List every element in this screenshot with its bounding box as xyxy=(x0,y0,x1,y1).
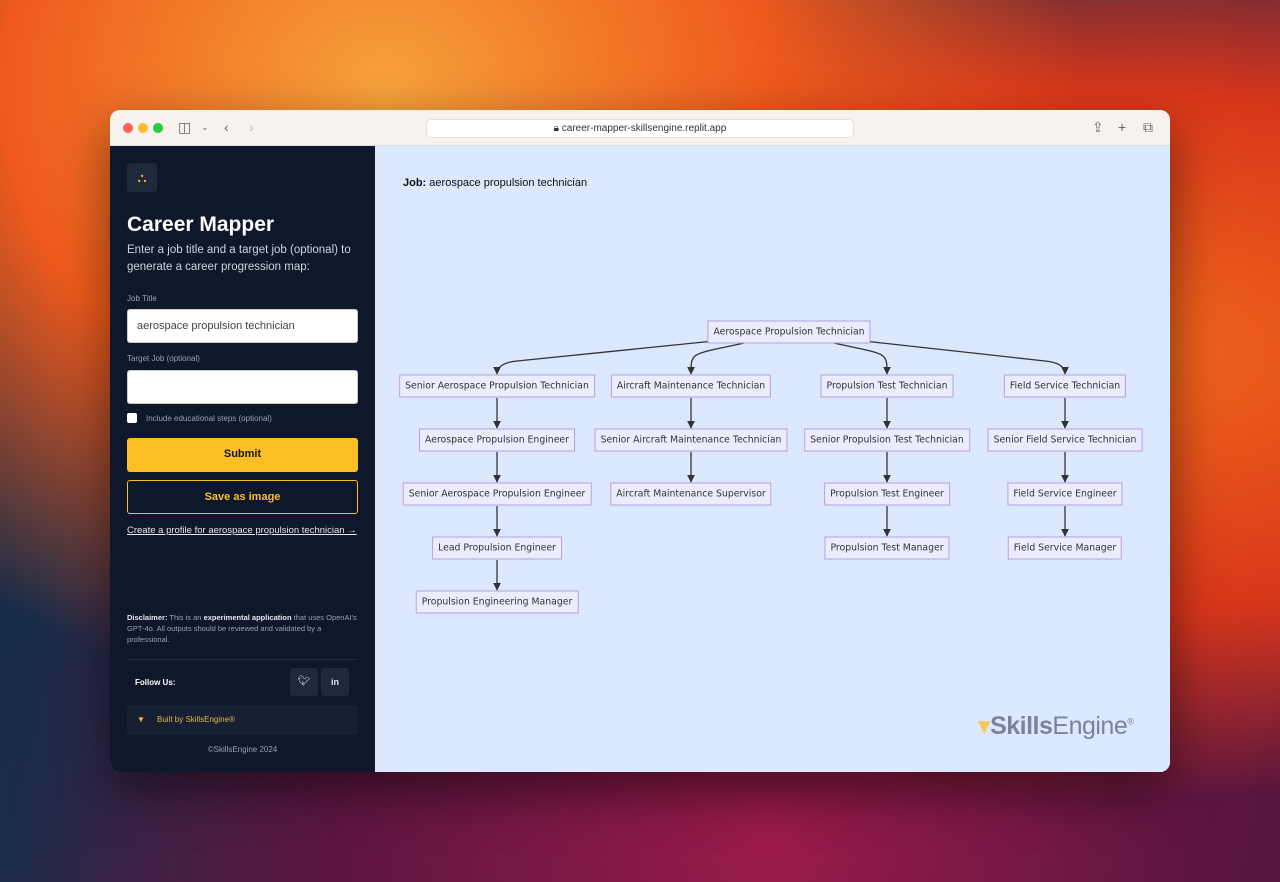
disclaimer-label: Disclaimer: xyxy=(127,613,168,622)
disclaimer: Disclaimer: This is an experimental appl… xyxy=(127,612,357,645)
job-title-input[interactable]: aerospace propulsion technician xyxy=(127,309,358,343)
lock-icon: 🔒︎ xyxy=(553,123,562,134)
career-map-edges xyxy=(493,340,1069,591)
job-title-label: Job Title xyxy=(127,294,157,303)
app-title: Career Mapper xyxy=(127,213,275,236)
minimize-window-button[interactable] xyxy=(138,123,148,133)
skillsengine-logo: ▾SkillsEngine® xyxy=(978,712,1134,740)
target-job-input[interactable] xyxy=(127,370,358,404)
career-map-logo-icon: ⛬ xyxy=(127,163,157,192)
close-window-button[interactable] xyxy=(123,123,133,133)
browser-titlebar: ◫ ⌄ ‹ › 🔒︎ career-mapper-skillsengine.re… xyxy=(110,110,1170,146)
url-text: career-mapper-skillsengine.replit.app xyxy=(561,123,727,134)
forward-icon[interactable]: › xyxy=(249,119,254,135)
career-node[interactable]: Senior Field Service Technician xyxy=(987,428,1143,452)
career-node[interactable]: Propulsion Test Manager xyxy=(824,536,950,560)
divider xyxy=(127,659,357,660)
career-node[interactable]: Field Service Technician xyxy=(1003,374,1127,398)
career-node[interactable]: Senior Aircraft Maintenance Technician xyxy=(594,428,788,452)
career-node[interactable]: Senior Aerospace Propulsion Engineer xyxy=(402,482,592,506)
maximize-window-button[interactable] xyxy=(153,123,163,133)
career-node[interactable]: Propulsion Test Technician xyxy=(820,374,954,398)
career-node[interactable]: Aircraft Maintenance Technician xyxy=(610,374,772,398)
copyright: ©SkillsEngine 2024 xyxy=(207,745,278,754)
job-value: aerospace propulsion technician xyxy=(429,177,588,189)
career-node[interactable]: Aerospace Propulsion Engineer xyxy=(419,428,575,452)
follow-us-label: Follow Us: xyxy=(135,678,176,687)
save-as-image-button[interactable]: Save as image xyxy=(127,480,358,514)
career-edge xyxy=(687,342,745,375)
career-map-canvas: Job: aerospace propulsion technician ▾Sk… xyxy=(375,146,1170,772)
education-checkbox-label: Include educational steps (optional) xyxy=(146,414,272,423)
skillsengine-shield-icon: ▾ xyxy=(978,712,991,740)
sidebar: ⛬ Career Mapper Enter a job title and a … xyxy=(110,146,375,772)
career-node[interactable]: Propulsion Engineering Manager xyxy=(415,590,579,614)
share-icon[interactable]: ⇪ xyxy=(1092,119,1104,135)
built-by-skillsengine[interactable]: ▼ Built by SkillsEngine® xyxy=(127,705,358,735)
career-node[interactable]: Aerospace Propulsion Technician xyxy=(707,320,871,344)
career-node[interactable]: Senior Propulsion Test Technician xyxy=(804,428,970,452)
new-tab-icon[interactable]: + xyxy=(1118,119,1127,135)
address-bar[interactable]: 🔒︎ career-mapper-skillsengine.replit.app xyxy=(426,119,854,138)
career-edge xyxy=(493,340,715,375)
disclaimer-text-2: that uses OpenAI's GPT-4o. All outputs s… xyxy=(127,613,357,644)
submit-button[interactable]: Submit xyxy=(127,438,358,472)
target-job-label: Target Job (optional) xyxy=(127,354,200,363)
career-node[interactable]: Aircraft Maintenance Supervisor xyxy=(610,482,772,506)
career-node[interactable]: Propulsion Test Engineer xyxy=(824,482,950,506)
career-edge xyxy=(863,340,1069,375)
linkedin-icon[interactable]: in xyxy=(321,668,349,696)
skillsengine-shield-icon: ▼ xyxy=(137,715,145,724)
career-node[interactable]: Senior Aerospace Propulsion Technician xyxy=(399,374,595,398)
job-heading: Job: aerospace propulsion technician xyxy=(403,177,587,189)
education-checkbox[interactable] xyxy=(127,413,137,423)
career-node[interactable]: Field Service Manager xyxy=(1007,536,1123,560)
back-icon[interactable]: ‹ xyxy=(224,119,229,135)
built-by-text: Built by SkillsEngine® xyxy=(157,715,235,724)
chevron-down-icon[interactable]: ⌄ xyxy=(201,122,209,132)
disclaimer-text: This is an xyxy=(167,613,204,622)
create-profile-link[interactable]: Create a profile for aerospace propulsio… xyxy=(127,525,357,536)
twitter-icon[interactable]: 🐦︎ xyxy=(290,668,318,696)
app-subtitle: Enter a job title and a target job (opti… xyxy=(127,244,351,273)
disclaimer-bold: experimental application xyxy=(203,613,292,622)
career-edge xyxy=(833,342,891,375)
career-node[interactable]: Lead Propulsion Engineer xyxy=(432,536,562,560)
browser-window: ◫ ⌄ ‹ › 🔒︎ career-mapper-skillsengine.re… xyxy=(110,110,1170,772)
job-label: Job: xyxy=(403,177,427,189)
sidebar-toggle-icon[interactable]: ◫ xyxy=(178,119,192,135)
career-node[interactable]: Field Service Engineer xyxy=(1007,482,1123,506)
tabs-overview-icon[interactable]: ⧉ xyxy=(1143,119,1153,135)
